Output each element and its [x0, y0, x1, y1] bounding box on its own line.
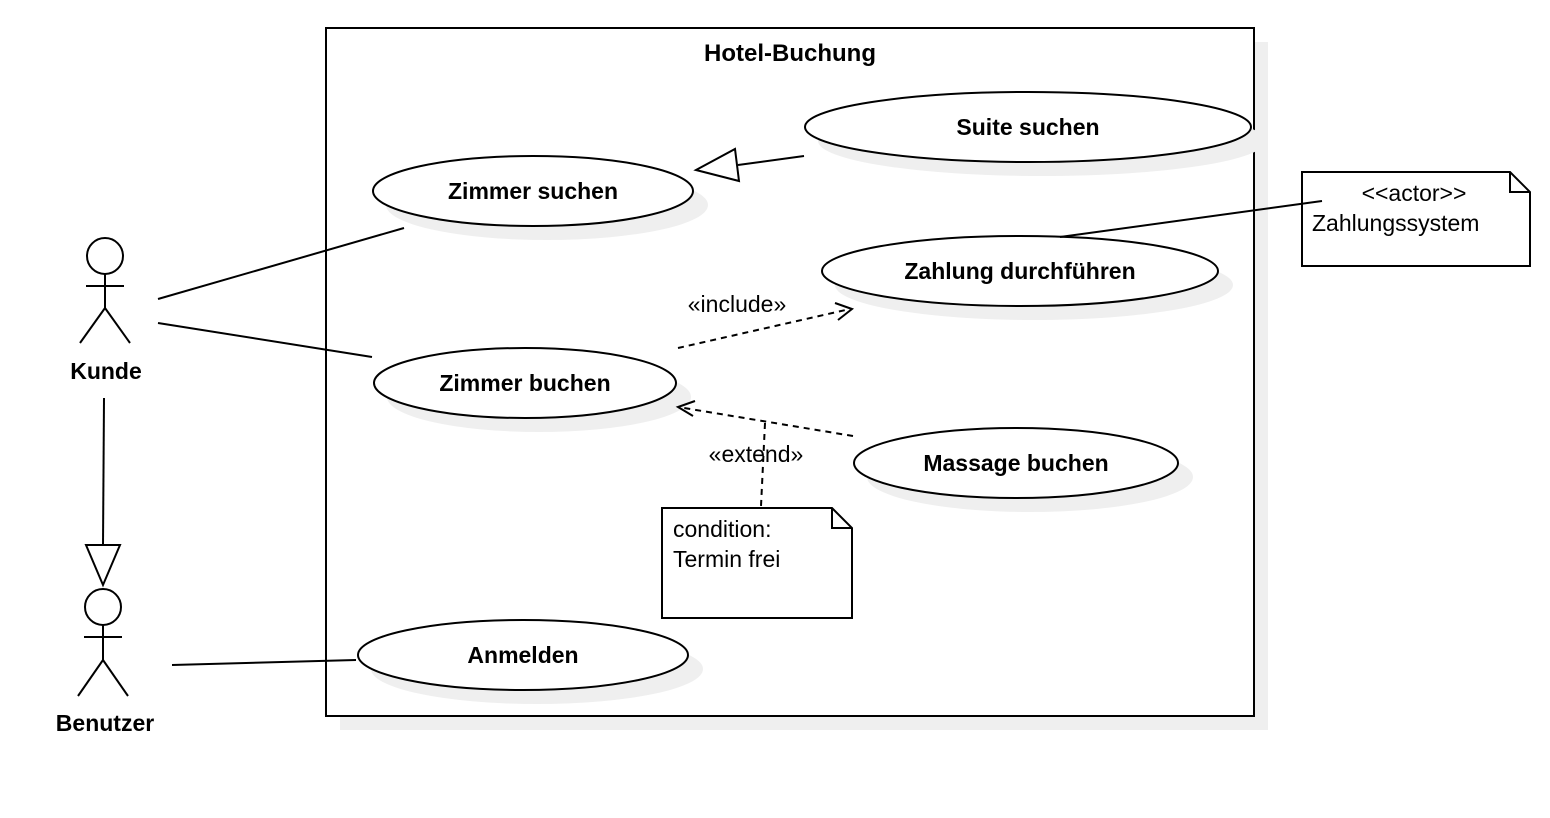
system-title: Hotel-Buchung: [704, 40, 876, 67]
condition-note-line1: condition:: [673, 516, 771, 542]
use-case-label: Zimmer suchen: [448, 178, 618, 204]
association-benutzer-anmelden: [171, 659, 357, 666]
association-kunde-zimmer-buchen: [157, 322, 373, 358]
use-case-anmelden[interactable]: Anmelden: [357, 619, 703, 704]
external-actor-name: Zahlungssystem: [1312, 210, 1479, 236]
use-case-label: Massage buchen: [923, 450, 1108, 476]
actor-label: Benutzer: [56, 710, 154, 736]
include-stereotype: «include»: [688, 291, 786, 317]
actor-benutzer[interactable]: Benutzer: [56, 588, 154, 736]
use-case-zimmer-buchen[interactable]: Zimmer buchen: [373, 347, 691, 432]
use-case-label: Zimmer buchen: [439, 370, 610, 396]
actor-kunde[interactable]: Kunde: [70, 237, 142, 384]
condition-note-line2: Termin frei: [673, 546, 780, 572]
external-actor-stereotype: <<actor>>: [1362, 180, 1467, 206]
extend-dependency: «extend»: [675, 400, 854, 507]
use-case-zahlung-durchfuehren[interactable]: Zahlung durchführen: [821, 235, 1233, 320]
association-zahlungssystem-zahlung: [1059, 200, 1323, 238]
actor-label: Kunde: [70, 358, 142, 384]
generalization-kunde-to-benutzer: [84, 397, 122, 588]
use-case-label: Anmelden: [467, 642, 578, 668]
generalization-suite-to-zimmer: [693, 147, 805, 183]
use-case-suite-suchen[interactable]: Suite suchen: [804, 91, 1266, 176]
use-case-label: Zahlung durchführen: [904, 258, 1135, 284]
external-actor-note: <<actor>> Zahlungssystem: [1301, 171, 1531, 267]
condition-note: condition: Termin frei: [661, 507, 853, 619]
include-dependency: «include»: [677, 291, 855, 349]
extend-stereotype: «extend»: [709, 441, 804, 467]
use-case-label: Suite suchen: [956, 114, 1099, 140]
association-kunde-zimmer-suchen: [157, 227, 405, 300]
use-case-massage-buchen[interactable]: Massage buchen: [853, 427, 1193, 512]
use-case-zimmer-suchen[interactable]: Zimmer suchen: [372, 155, 708, 240]
